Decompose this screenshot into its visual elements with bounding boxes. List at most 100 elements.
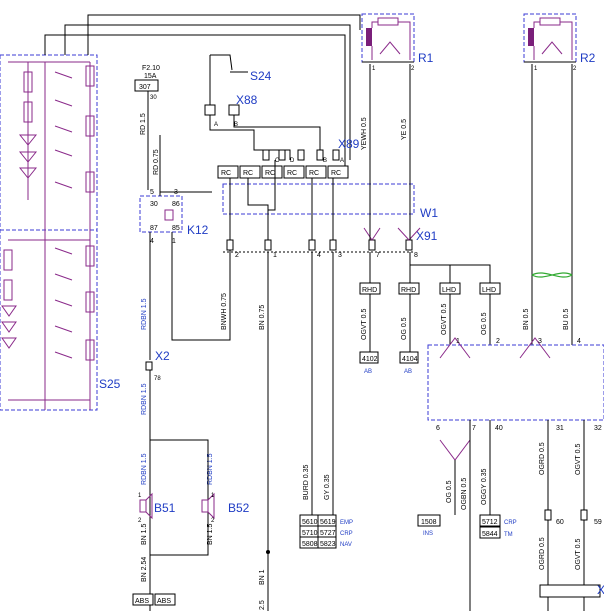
svg-text:5: 5 bbox=[150, 189, 154, 196]
svg-text:AB: AB bbox=[404, 369, 412, 375]
svg-text:1: 1 bbox=[456, 338, 460, 345]
svg-text:5808: 5808 bbox=[302, 541, 318, 548]
svg-text:7: 7 bbox=[376, 252, 380, 259]
svg-text:59: 59 bbox=[594, 519, 602, 526]
svg-text:LHD: LHD bbox=[482, 287, 496, 294]
svg-text:OG 0.5: OG 0.5 bbox=[481, 312, 488, 335]
svg-text:86: 86 bbox=[172, 201, 180, 208]
svg-text:RC: RC bbox=[287, 170, 297, 177]
svg-text:OGVT 0.5: OGVT 0.5 bbox=[575, 539, 582, 570]
svg-text:5823: 5823 bbox=[320, 541, 336, 548]
svg-text:X89: X89 bbox=[338, 137, 360, 151]
svg-text:RD 0.75: RD 0.75 bbox=[153, 149, 160, 175]
k12-label: K12 bbox=[187, 223, 209, 237]
svg-text:31: 31 bbox=[556, 425, 564, 432]
svg-text:B52: B52 bbox=[228, 501, 250, 515]
svg-text:A: A bbox=[340, 158, 344, 164]
svg-text:RHD: RHD bbox=[362, 287, 377, 294]
svg-text:RC: RC bbox=[265, 170, 275, 177]
s25-frame bbox=[0, 54, 98, 411]
svg-text:2: 2 bbox=[235, 252, 239, 259]
svg-text:2: 2 bbox=[496, 338, 500, 345]
svg-text:OGGY 0.35: OGGY 0.35 bbox=[481, 468, 488, 505]
rc-row: RC RC RC RC RC RC bbox=[217, 165, 349, 179]
svg-text:ABS: ABS bbox=[157, 598, 171, 605]
svg-text:BN 1.5: BN 1.5 bbox=[207, 523, 214, 545]
svg-text:OGVT 0.5: OGVT 0.5 bbox=[575, 444, 582, 475]
svg-text:RC: RC bbox=[243, 170, 253, 177]
svg-text:2: 2 bbox=[573, 66, 577, 72]
svg-text:1: 1 bbox=[273, 252, 277, 259]
svg-text:YEWH 0.5: YEWH 0.5 bbox=[361, 117, 368, 150]
x2-label: X2 bbox=[155, 349, 170, 363]
svg-text:4104: 4104 bbox=[402, 356, 418, 363]
svg-text:4: 4 bbox=[577, 338, 581, 345]
svg-text:RC: RC bbox=[221, 170, 231, 177]
svg-text:AB: AB bbox=[364, 369, 372, 375]
svg-text:RDBN 1.5: RDBN 1.5 bbox=[141, 383, 148, 415]
svg-text:LHD: LHD bbox=[442, 287, 456, 294]
svg-text:30: 30 bbox=[150, 201, 158, 208]
svg-text:4: 4 bbox=[317, 252, 321, 259]
svg-text:X91: X91 bbox=[416, 229, 438, 243]
svg-text:D: D bbox=[290, 158, 295, 164]
svg-text:BN 1: BN 1 bbox=[259, 569, 266, 585]
svg-text:YE 0.5: YE 0.5 bbox=[401, 119, 408, 140]
svg-text:BN 0.75: BN 0.75 bbox=[259, 305, 266, 330]
svg-text:1: 1 bbox=[211, 493, 215, 499]
svg-text:5619: 5619 bbox=[320, 519, 336, 526]
svg-text:W1: W1 bbox=[420, 206, 438, 220]
svg-text:RHD: RHD bbox=[401, 287, 416, 294]
svg-text:1: 1 bbox=[172, 238, 176, 245]
svg-text:1508: 1508 bbox=[421, 519, 437, 526]
svg-text:40: 40 bbox=[495, 425, 503, 432]
svg-text:B51: B51 bbox=[154, 501, 176, 515]
svg-text:CRP: CRP bbox=[504, 520, 517, 526]
svg-text:RC: RC bbox=[309, 170, 319, 177]
svg-text:BURD 0.35: BURD 0.35 bbox=[303, 464, 310, 500]
svg-text:X: X bbox=[597, 583, 604, 597]
svg-text:8: 8 bbox=[414, 252, 418, 259]
svg-text:NAV: NAV bbox=[340, 542, 352, 548]
svg-text:3: 3 bbox=[538, 338, 542, 345]
svg-text:BN 2.54: BN 2.54 bbox=[141, 557, 148, 582]
svg-text:2: 2 bbox=[211, 518, 215, 524]
svg-text:2.5: 2.5 bbox=[259, 600, 266, 610]
svg-text:5727: 5727 bbox=[320, 530, 336, 537]
fuse-id: F2.10 bbox=[142, 65, 160, 72]
svg-text:BN 1.5: BN 1.5 bbox=[141, 523, 148, 545]
svg-text:32: 32 bbox=[594, 425, 602, 432]
svg-text:OGRD 0.5: OGRD 0.5 bbox=[539, 537, 546, 570]
svg-text:INS: INS bbox=[423, 531, 433, 537]
svg-text:30: 30 bbox=[150, 95, 157, 101]
s25-label: S25 bbox=[99, 377, 121, 391]
svg-text:RDBN 1.5: RDBN 1.5 bbox=[141, 453, 148, 485]
svg-text:1: 1 bbox=[138, 493, 142, 499]
svg-text:TM: TM bbox=[504, 532, 513, 538]
svg-text:BNWH 0.75: BNWH 0.75 bbox=[221, 293, 228, 330]
svg-text:2: 2 bbox=[411, 66, 415, 72]
svg-text:OGRD 0.5: OGRD 0.5 bbox=[539, 442, 546, 475]
svg-text:OGVT 0.5: OGVT 0.5 bbox=[441, 304, 448, 335]
svg-text:6: 6 bbox=[436, 425, 440, 432]
svg-text:OGVT 0.5: OGVT 0.5 bbox=[361, 309, 368, 340]
svg-text:B: B bbox=[323, 158, 327, 164]
svg-text:R2: R2 bbox=[580, 51, 596, 65]
svg-text:5844: 5844 bbox=[482, 531, 498, 538]
svg-text:OG 0.5: OG 0.5 bbox=[401, 317, 408, 340]
svg-text:X88: X88 bbox=[236, 93, 258, 107]
svg-text:7: 7 bbox=[472, 425, 476, 432]
svg-text:EMP: EMP bbox=[340, 520, 353, 526]
svg-text:BU 0.5: BU 0.5 bbox=[563, 308, 570, 330]
svg-text:4: 4 bbox=[150, 238, 154, 245]
svg-text:S24: S24 bbox=[250, 69, 272, 83]
svg-text:BN 0.5: BN 0.5 bbox=[523, 308, 530, 330]
svg-text:RDBN 1.5: RDBN 1.5 bbox=[141, 298, 148, 330]
k12-frame bbox=[139, 195, 183, 233]
svg-text:OG 0.5: OG 0.5 bbox=[446, 480, 453, 503]
svg-text:A: A bbox=[214, 122, 218, 128]
fuse-box bbox=[134, 79, 159, 92]
svg-text:CRP: CRP bbox=[340, 531, 353, 537]
fuse-rating: 15A bbox=[144, 73, 157, 80]
